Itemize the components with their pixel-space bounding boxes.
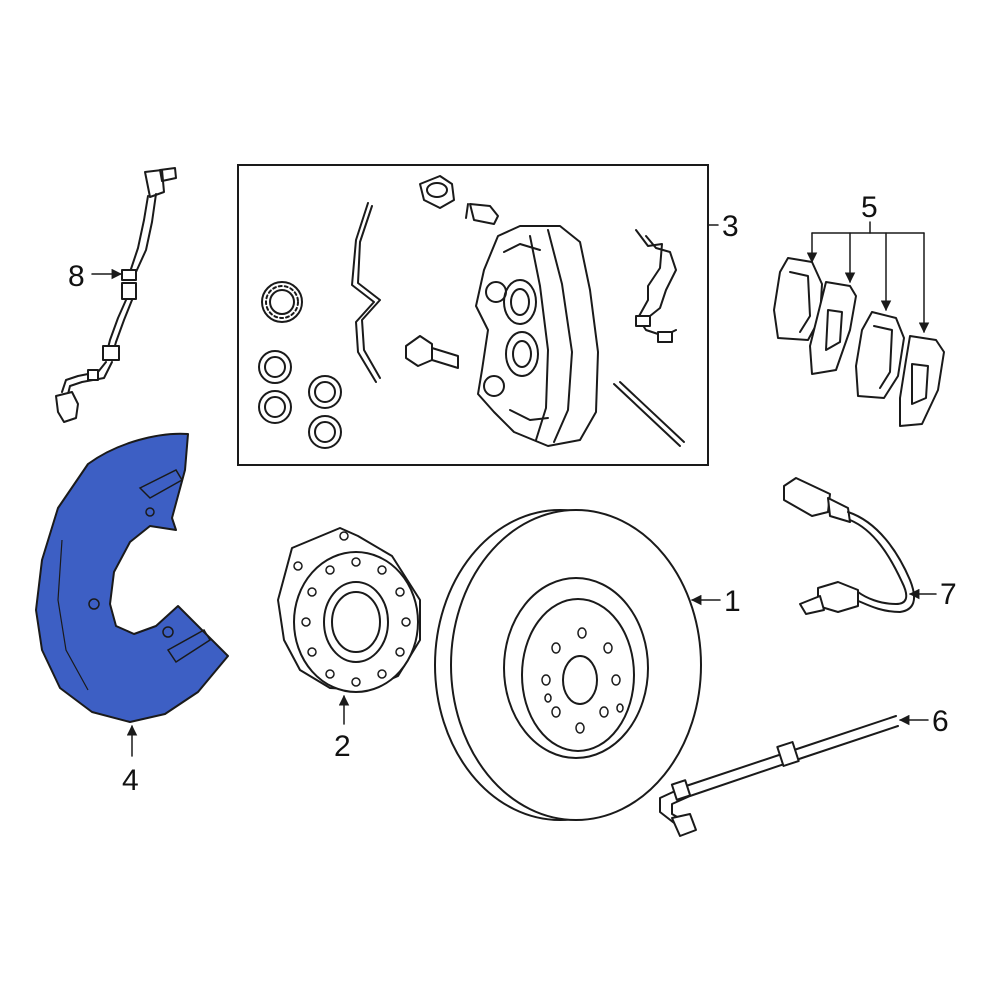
caliper-kit-parts[interactable] — [258, 175, 685, 449]
callout-3: 3 — [722, 210, 739, 243]
brake-line-part[interactable] — [659, 715, 899, 837]
abs-sensor-part[interactable] — [55, 167, 177, 423]
callout-1: 1 — [724, 585, 741, 618]
hub-bolt-holes — [301, 557, 411, 687]
rotor-bolt-holes — [541, 627, 624, 734]
callout-2: 2 — [334, 730, 351, 763]
callout-7: 7 — [940, 578, 957, 611]
callout-6: 6 — [932, 705, 949, 738]
wear-sensor-part[interactable] — [783, 477, 916, 615]
brake-rotor-part[interactable] — [434, 509, 702, 821]
caliper-kit-frame — [237, 164, 709, 466]
brake-pads-part[interactable] — [773, 257, 945, 427]
splash-shield-part[interactable] — [35, 432, 229, 723]
callout-8: 8 — [68, 260, 85, 293]
callout-4: 4 — [122, 764, 139, 797]
callout-5: 5 — [861, 191, 878, 224]
wheel-hub-part[interactable] — [277, 527, 421, 693]
